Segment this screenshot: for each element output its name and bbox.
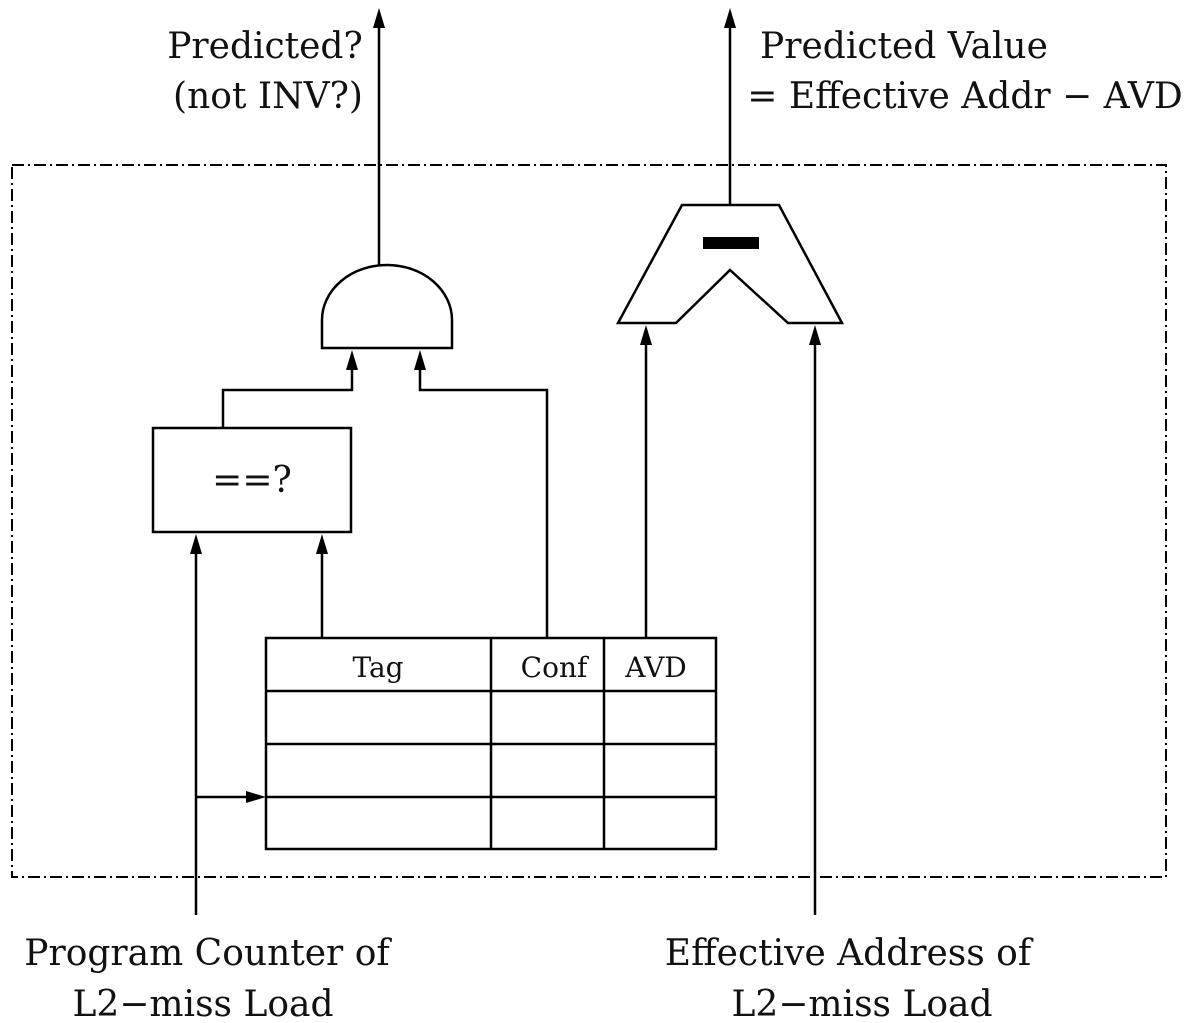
conf-to-and-wire <box>418 368 549 638</box>
and-input-1-arrow <box>346 350 358 370</box>
ea-input-label-2: L2−miss Load <box>731 984 992 1023</box>
predictor-boundary <box>11 164 1167 878</box>
pc-input-label-2: L2−miss Load <box>72 984 333 1023</box>
ea-input-label-1: Effective Address of <box>665 933 1034 974</box>
comparator-box <box>151 426 353 534</box>
minus-sign-icon <box>703 237 759 249</box>
subtractor-input-1-arrow <box>640 325 652 345</box>
subtractor-input-2-arrow <box>809 325 821 345</box>
comparator-label: ==? <box>212 460 292 501</box>
subtractor-unit <box>615 203 845 325</box>
pc-input-label-1: Program Counter of <box>24 933 392 974</box>
table-header-tag: Tag <box>352 651 403 684</box>
table-index-arrow <box>246 791 266 803</box>
avd-table: Tag Conf AVD <box>264 636 718 851</box>
table-header-conf: Conf <box>521 651 590 684</box>
predicted-output-label-1: Predicted? <box>167 26 363 67</box>
predicted-value-arrow <box>724 8 736 28</box>
and-input-2-arrow <box>414 350 426 370</box>
and-gate <box>320 263 454 350</box>
predicted-output-arrow <box>373 8 385 28</box>
comparator-to-and-wire <box>221 368 354 428</box>
table-header-avd: AVD <box>624 651 687 684</box>
comparator-input-2-arrow <box>316 534 328 554</box>
predicted-output-label-2: (not INV?) <box>173 76 363 117</box>
predicted-value-label-1: Predicted Value <box>760 26 1048 67</box>
predicted-value-label-2: = Effective Addr − AVD <box>747 76 1182 117</box>
comparator-input-1-arrow <box>190 534 202 554</box>
